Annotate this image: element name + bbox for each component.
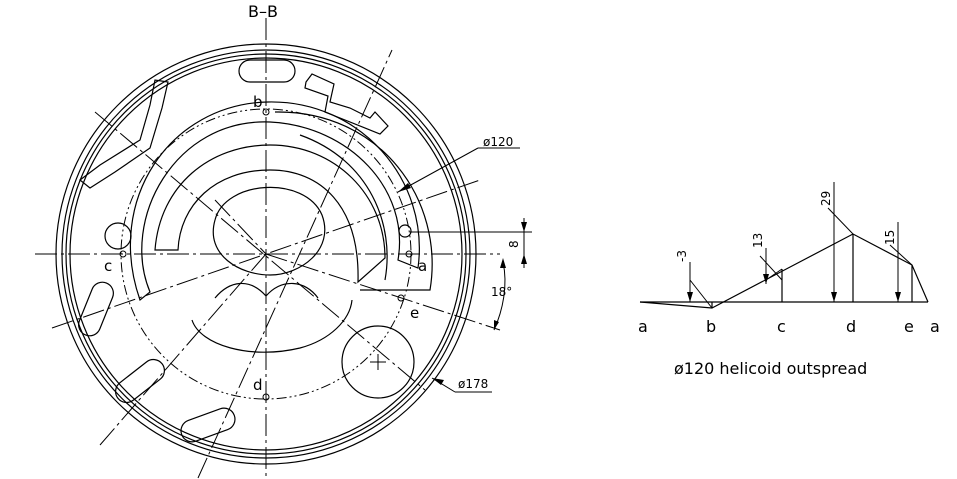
centerline-diag-1 [197, 49, 393, 479]
hatch-e [889, 244, 913, 266]
spiral-contour-outer [129, 101, 420, 301]
dim-d178 [431, 377, 492, 393]
height-b: -3 [675, 250, 689, 262]
dim-d178-text: ø178 [458, 377, 488, 391]
slot-left-1 [78, 281, 114, 337]
dim-d120-text: ø120 [483, 135, 513, 149]
point-e [397, 294, 405, 302]
spiral-contour-inner [299, 134, 388, 281]
slot-top [238, 59, 296, 83]
station-b: b [706, 317, 716, 336]
hatch-d [827, 207, 854, 235]
hole-left [104, 222, 132, 250]
station-e: e [904, 317, 914, 336]
d178-arrow [432, 378, 444, 385]
dim8-arrow-bottom [521, 254, 527, 264]
centerline-18deg [265, 253, 501, 331]
dim-18-text: 18° [491, 285, 512, 299]
hub-lower-arc [191, 299, 353, 353]
dim-d120 [397, 147, 520, 193]
hole-large [341, 325, 415, 399]
hatch-c-2 [765, 268, 783, 281]
height-e: 15 [883, 230, 897, 245]
outspread-diagram [639, 182, 929, 309]
station-a-end: a [930, 317, 940, 336]
hole-small-a [398, 224, 412, 238]
dim18-arrow-bottom [494, 320, 499, 330]
point-b [262, 108, 270, 116]
dim8-arrow-top [521, 222, 527, 232]
centerline-diag-2 [94, 111, 426, 391]
hub-outline [212, 186, 326, 276]
section-view [35, 18, 501, 479]
label-b: b [253, 93, 263, 111]
slot-bottom [180, 407, 236, 443]
rib-cutout [79, 79, 169, 189]
height-d: 29 [819, 191, 833, 206]
dim-arrowhead-b [687, 292, 693, 302]
hatch-c-1 [759, 255, 783, 281]
section-title: B–B [248, 2, 278, 21]
label-e: e [410, 304, 419, 322]
slot-left-2 [115, 358, 165, 404]
dim-arrowhead-e [895, 292, 901, 302]
hatch-b [689, 279, 713, 309]
d120-arrow [398, 183, 411, 192]
height-c: 13 [751, 233, 765, 248]
station-c: c [777, 317, 786, 336]
spiral-contour-mid [154, 144, 386, 284]
dim-arrowhead-c [763, 274, 769, 284]
dim-8-text: 8 [507, 240, 521, 248]
centerline-diag-4 [99, 253, 267, 446]
dim-8 [410, 218, 532, 268]
station-a-start: a [638, 317, 648, 336]
d120-leader [397, 147, 479, 193]
dim18-arrow-top [500, 258, 506, 268]
station-d: d [846, 317, 856, 336]
outspread-caption: ø120 helicoid outspread [674, 359, 867, 378]
dim-arrowhead-d [831, 292, 837, 302]
label-c: c [104, 257, 112, 275]
notch-block [304, 73, 389, 135]
centerline-diag-5 [214, 199, 267, 255]
label-a: a [418, 257, 427, 275]
spiral-contour-ramp [274, 111, 433, 291]
label-d: d [253, 376, 263, 394]
dim-18deg [493, 258, 506, 331]
